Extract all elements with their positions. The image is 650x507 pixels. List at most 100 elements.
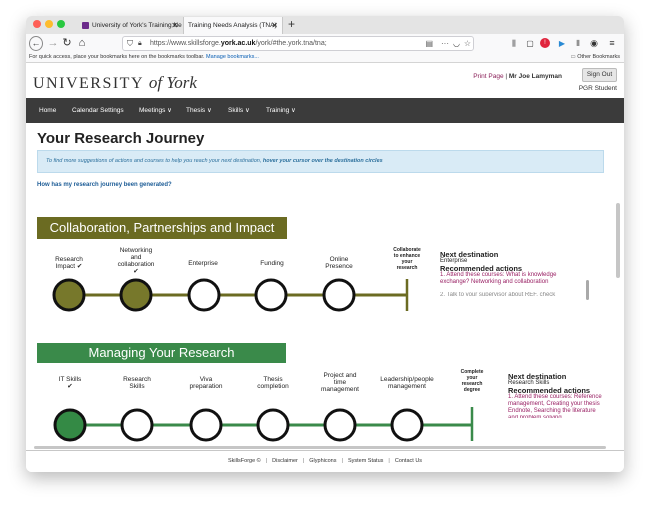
nav-skills[interactable]: Skills ∨ [228,107,250,114]
minimize-window-button[interactable] [45,20,53,28]
browser-window: University of York's Training Ne ✕ Train… [26,16,624,472]
journey-step-circle[interactable] [187,278,221,312]
recommended-action[interactable]: 1. Attend these courses: Reference [508,394,602,400]
york-favicon-icon [82,22,89,29]
journey-step-label: Enterprise [188,260,218,267]
reload-icon[interactable]: ↻ [62,37,72,49]
separator: | [265,458,268,464]
journey-explanation-link[interactable]: How has my research journey been generat… [37,182,172,188]
journey-step-label: IT Skills ✔ [58,376,82,390]
journey-step-circle[interactable] [322,278,356,312]
footer-glyphicons-link[interactable]: Glyphicons [309,458,337,464]
info-banner: To find more suggestions of actions and … [37,150,604,173]
footer-copyright: SkillsForge © [227,458,261,464]
forward-icon[interactable]: → [47,37,59,49]
recommended-action[interactable]: management, Creating your thesis [508,401,600,407]
bookmark-hint: For quick access, place your bookmarks h… [29,54,205,60]
close-window-button[interactable] [33,20,41,28]
nav-calendar-settings[interactable]: Calendar Settings [72,107,124,114]
journey-circles-layer [52,278,424,442]
recommended-action[interactable]: 1. Attend these courses: What is knowled… [440,272,557,278]
library-icon[interactable]: ⫼ [512,39,516,48]
journey-final-destination: Collaborate to enhance your research [393,247,421,271]
journey-step-circle[interactable] [120,408,154,442]
separator: | [388,458,390,464]
separator: | [505,73,508,80]
journey-title: Collaboration, Partnerships and Impact [37,217,287,239]
journey-step-circle[interactable] [119,278,153,312]
manage-bookmarks-link[interactable]: Manage bookmarks... [206,54,259,60]
extension-icon[interactable]: ▶ [558,39,566,48]
print-page-link[interactable]: Print Page [473,73,504,80]
folder-icon: ▭ [570,54,576,60]
journey-step-label: Research Impact ✔ [55,256,83,270]
journey-step-circle[interactable] [52,278,86,312]
sidebar-icon[interactable]: ▢ [526,39,534,48]
journey-final-destination: Complete your research degree [460,369,484,393]
back-icon[interactable]: ← [29,36,43,51]
nav-training[interactable]: Training ∨ [266,107,296,114]
site-footer: SkillsForge © | Disclaimer | Glyphicons | Syst… [26,450,624,472]
journey-step-label: Networking and collaboration ✔ [117,247,155,275]
recommended-action[interactable]: exchange? Networking and collaboration [440,279,549,285]
footer-contact-link[interactable]: Contact Us [394,458,423,464]
url-text: https://www.skillsforge.york.ac.uk/york/… [150,40,327,47]
journey-step-circle[interactable] [254,278,288,312]
journey-step-label: Online Presence [325,256,353,270]
navigation-toolbar: ← → ↻ ⌂ ⛉ 🔒︎ https://www.skillsforge.yor… [26,34,624,53]
close-tab-icon[interactable]: ✕ [271,21,278,30]
extension-bars-icon[interactable]: ⦀ [576,39,580,48]
page-title: Your Research Journey [37,130,205,147]
journey-step-circle[interactable] [256,408,290,442]
pocket-icon[interactable]: ◡ [453,39,460,48]
new-tab-button[interactable]: + [288,17,296,31]
recommended-action: 2. Talk to your supervisor about REF, ch… [440,292,556,296]
footer-disclaimer-link[interactable]: Disclaimer [272,458,298,464]
separator: | [341,458,343,464]
university-logo[interactable]: UNIVERSITY of York [33,73,197,92]
maximize-window-button[interactable] [57,20,65,28]
other-bookmarks[interactable]: ▭ Other Bookmarks [570,54,620,60]
tab-label: Training Needs Analysis (TNA) [188,22,277,29]
recommendations-scrollbar[interactable] [586,280,589,300]
shield-icon[interactable]: ⛉ [127,39,133,48]
extension-circle-icon[interactable]: ◉ [590,38,598,48]
address-bar[interactable]: ⛉ 🔒︎ https://www.skillsforge.york.ac.uk/… [122,36,474,51]
main-content: Your Research Journey To find more sugge… [26,123,624,450]
bookmark-star-icon[interactable]: ☆ [463,39,471,48]
journey-step-label: Leadership/people management [380,376,434,390]
journey-step-circle[interactable] [53,408,87,442]
nav-home[interactable]: Home [39,107,57,114]
recommended-action[interactable]: Endnote, Searching the literature [508,408,596,414]
account-icon[interactable]: ! [540,38,550,48]
tab-tna[interactable]: Training Needs Analysis (TNA) ✕ [183,17,283,34]
header-user-links: Print Page | Mr Joe Lamyman [473,73,562,80]
user-name: Mr Joe Lamyman [508,73,562,80]
close-tab-icon[interactable]: ✕ [171,21,178,30]
horizontal-scrollbar[interactable] [34,446,606,449]
vertical-scrollbar[interactable] [616,203,620,278]
recommended-action[interactable]: and problem solving [508,415,562,418]
next-destination-heading: Next destination [508,373,567,381]
recommended-actions-heading: Recommended actions [440,264,523,273]
journey-step-circle[interactable] [189,408,223,442]
sign-out-button[interactable]: Sign Out [582,68,617,82]
footer-system-status-link[interactable]: System Status [347,458,384,464]
journey-step-label: Research Skills [123,376,151,390]
recommended-actions-heading: Recommended actions [508,386,591,395]
nav-thesis[interactable]: Thesis ∨ [186,107,212,114]
lock-icon[interactable]: 🔒︎ [138,40,142,47]
main-navigation: Home Calendar Settings Meetings ∨ Thesis… [26,98,624,123]
menu-icon[interactable]: ≡ [609,38,615,48]
site-header: UNIVERSITY of York Print Page | Mr Joe L… [26,64,624,98]
journey-step-label: Viva preparation [189,376,223,390]
nav-meetings[interactable]: Meetings ∨ [139,107,172,114]
journey-step-circle[interactable] [323,408,357,442]
next-destination-panel: Next destination Enterprise Recommended … [440,251,590,311]
more-actions-icon[interactable]: ··· [441,39,449,48]
journey-step-circle[interactable] [390,408,424,442]
home-icon[interactable]: ⌂ [78,37,86,49]
journey-title: Managing Your Research [37,343,286,363]
reader-icon[interactable]: ▤ [425,39,433,48]
tab-york-training[interactable]: University of York's Training Ne ✕ [78,17,182,34]
